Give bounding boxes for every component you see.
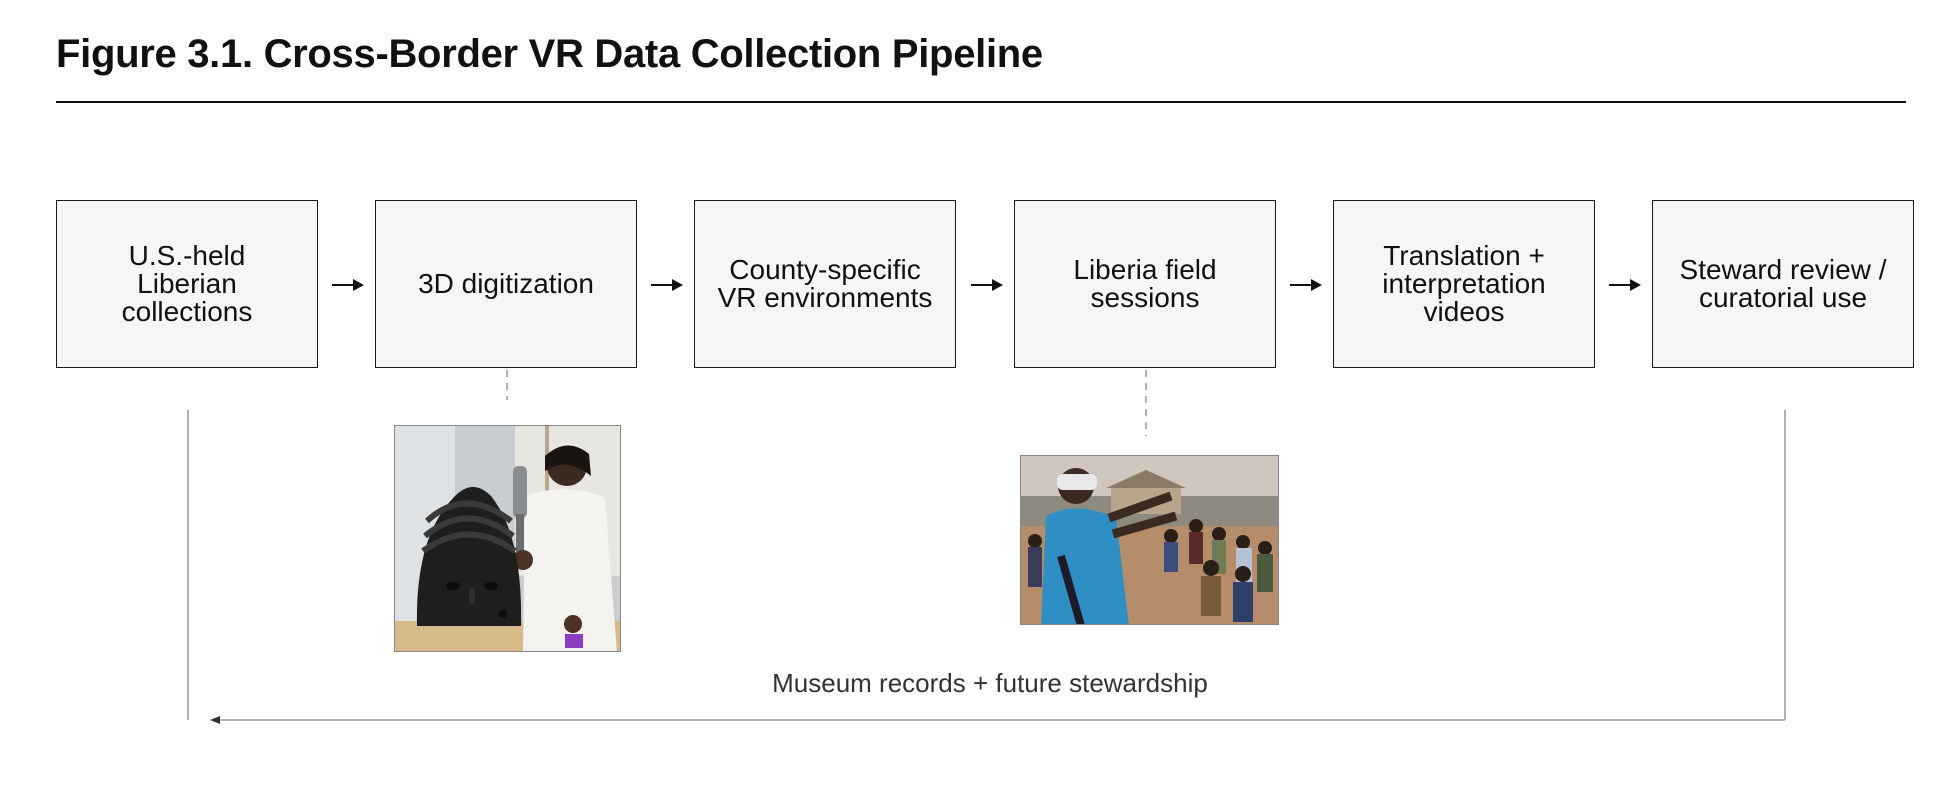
step-label: Liberia field sessions: [1073, 254, 1217, 313]
feedback-arrowhead: [210, 716, 220, 724]
step-3d-digitization: 3D digitization: [375, 200, 637, 368]
digitization-photo: [394, 425, 621, 652]
arrow-right-icon: [1609, 278, 1641, 292]
arrow-right-icon: [332, 278, 364, 292]
step-field-sessions: Liberia field sessions: [1014, 200, 1276, 368]
step-label: 3D digitization: [418, 268, 594, 299]
step-label: County-specific VR environments: [717, 254, 933, 313]
field-session-photo: [1020, 455, 1279, 625]
step-label: Translation + interpretation videos: [1382, 240, 1546, 327]
feedback-label: Museum records + future stewardship: [772, 668, 1208, 698]
step-steward-review: Steward review / curatorial use: [1652, 200, 1914, 368]
step-label: Steward review / curatorial use: [1679, 254, 1887, 313]
figure-title: Figure 3.1. Cross-Border VR Data Collect…: [56, 32, 1043, 76]
step-translation-videos: Translation + interpretation videos: [1333, 200, 1595, 368]
arrow-right-icon: [651, 278, 683, 292]
step-label: U.S.-held Liberian collections: [121, 240, 253, 327]
arrow-right-icon: [1290, 278, 1322, 292]
step-vr-environments: County-specific VR environments: [694, 200, 956, 368]
title-divider: [56, 101, 1906, 103]
arrow-right-icon: [971, 278, 1003, 292]
step-us-held-collections: U.S.-held Liberian collections: [56, 200, 318, 368]
